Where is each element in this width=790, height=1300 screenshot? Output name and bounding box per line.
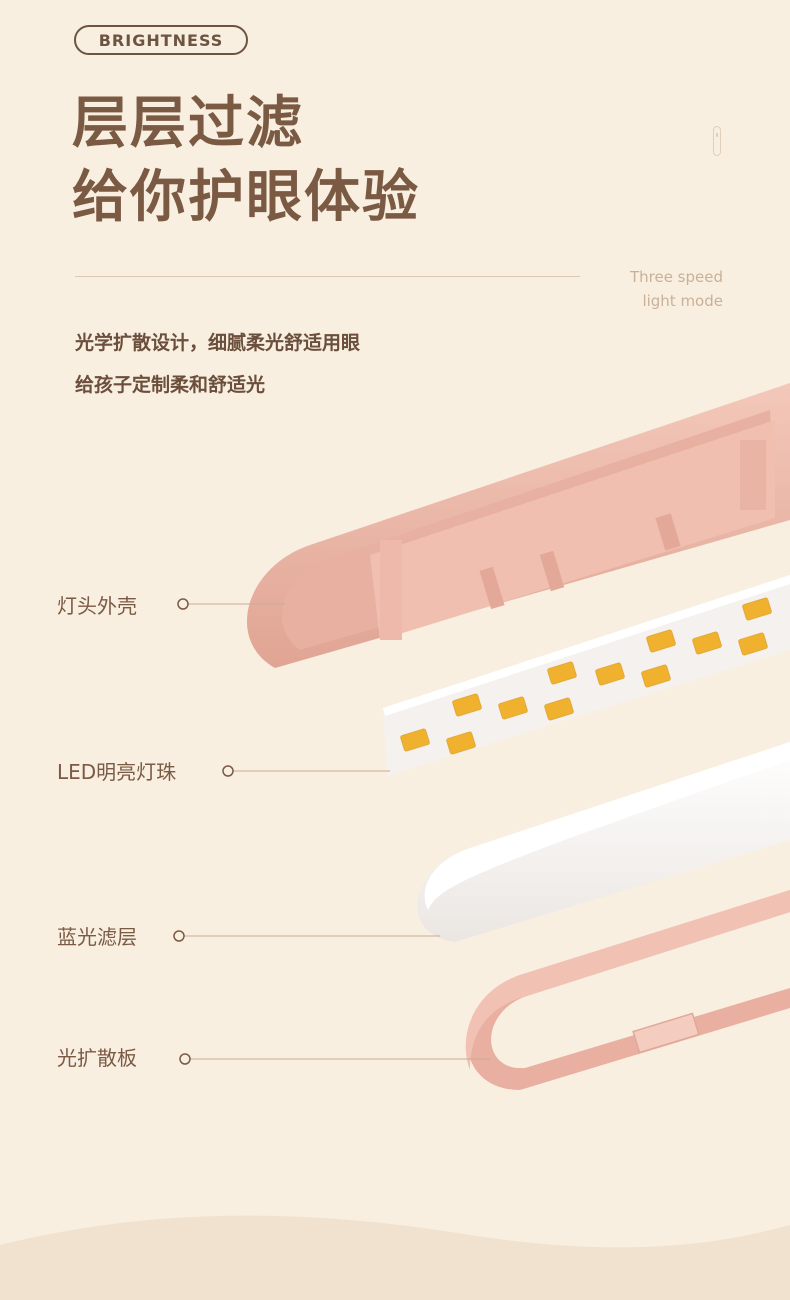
blue-light-filter bbox=[417, 742, 790, 942]
divider bbox=[75, 276, 580, 277]
page-title-line1: 层层过滤 bbox=[72, 91, 304, 156]
description: 光学扩散设计，细腻柔光舒适用眼 给孩子定制柔和舒适光 bbox=[75, 322, 360, 406]
description-line2: 给孩子定制柔和舒适光 bbox=[75, 374, 266, 396]
lamp-head-shell bbox=[246, 383, 790, 668]
speed-note-line1: Three speed bbox=[629, 268, 723, 286]
scroll-indicator-icon bbox=[713, 126, 721, 156]
bottom-wave bbox=[0, 1215, 790, 1300]
description-line1: 光学扩散设计，细腻柔光舒适用眼 bbox=[75, 332, 361, 354]
brightness-badge: BRIGHTNESS bbox=[74, 25, 248, 55]
led-chips bbox=[400, 597, 772, 755]
led-strip bbox=[383, 575, 790, 776]
speed-note-line2: light mode bbox=[642, 292, 723, 310]
label-blue-light-filter: 蓝光滤层 bbox=[57, 925, 137, 949]
page-title-line2: 给你护眼体验 bbox=[72, 165, 420, 230]
label-lamp-head-shell: 灯头外壳 bbox=[57, 594, 137, 618]
leader-lines bbox=[184, 603, 490, 1060]
leader-dots bbox=[173, 598, 234, 1065]
label-diffuser-plate: 光扩散板 bbox=[57, 1046, 137, 1070]
speed-note: Three speed light mode bbox=[630, 265, 723, 313]
label-led-beads: LED明亮灯珠 bbox=[57, 760, 177, 784]
diffuser-plate bbox=[465, 890, 790, 1090]
